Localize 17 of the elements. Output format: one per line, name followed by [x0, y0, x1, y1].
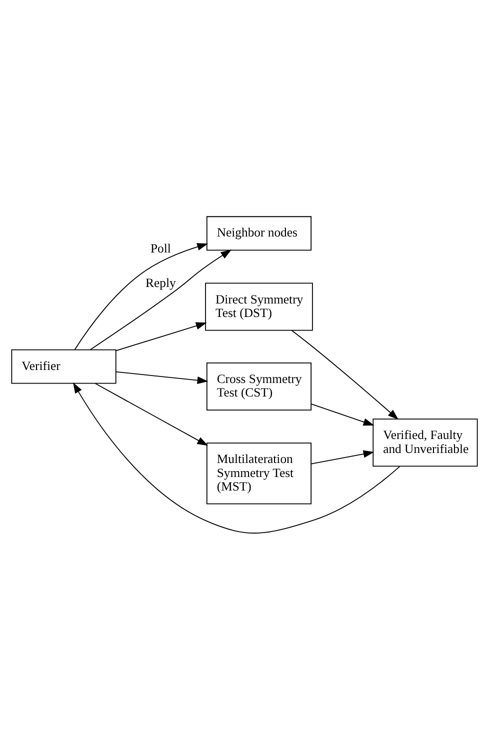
node-box: Neighbor nodes — [206, 216, 312, 250]
node-box: Cross Symmetry Test (CST) — [206, 362, 312, 410]
arrow — [311, 403, 374, 426]
node-box: Verified, Faulty and Unverifiable — [372, 418, 478, 466]
arrow — [90, 249, 232, 350]
arrow — [116, 322, 207, 351]
edge-label: Poll — [150, 241, 171, 256]
arrow — [94, 382, 208, 446]
arrow — [116, 370, 208, 384]
node-box: Direct Symmetry Test (DST) — [205, 282, 313, 330]
arrow — [311, 450, 374, 464]
edge-label: Reply — [146, 276, 176, 290]
arrow — [74, 242, 208, 350]
node-box: Verifier — [11, 348, 116, 384]
node-box: Multilateration Symmetry Test (MST) — [206, 442, 312, 504]
arrow — [73, 382, 400, 534]
arrow — [291, 330, 399, 420]
